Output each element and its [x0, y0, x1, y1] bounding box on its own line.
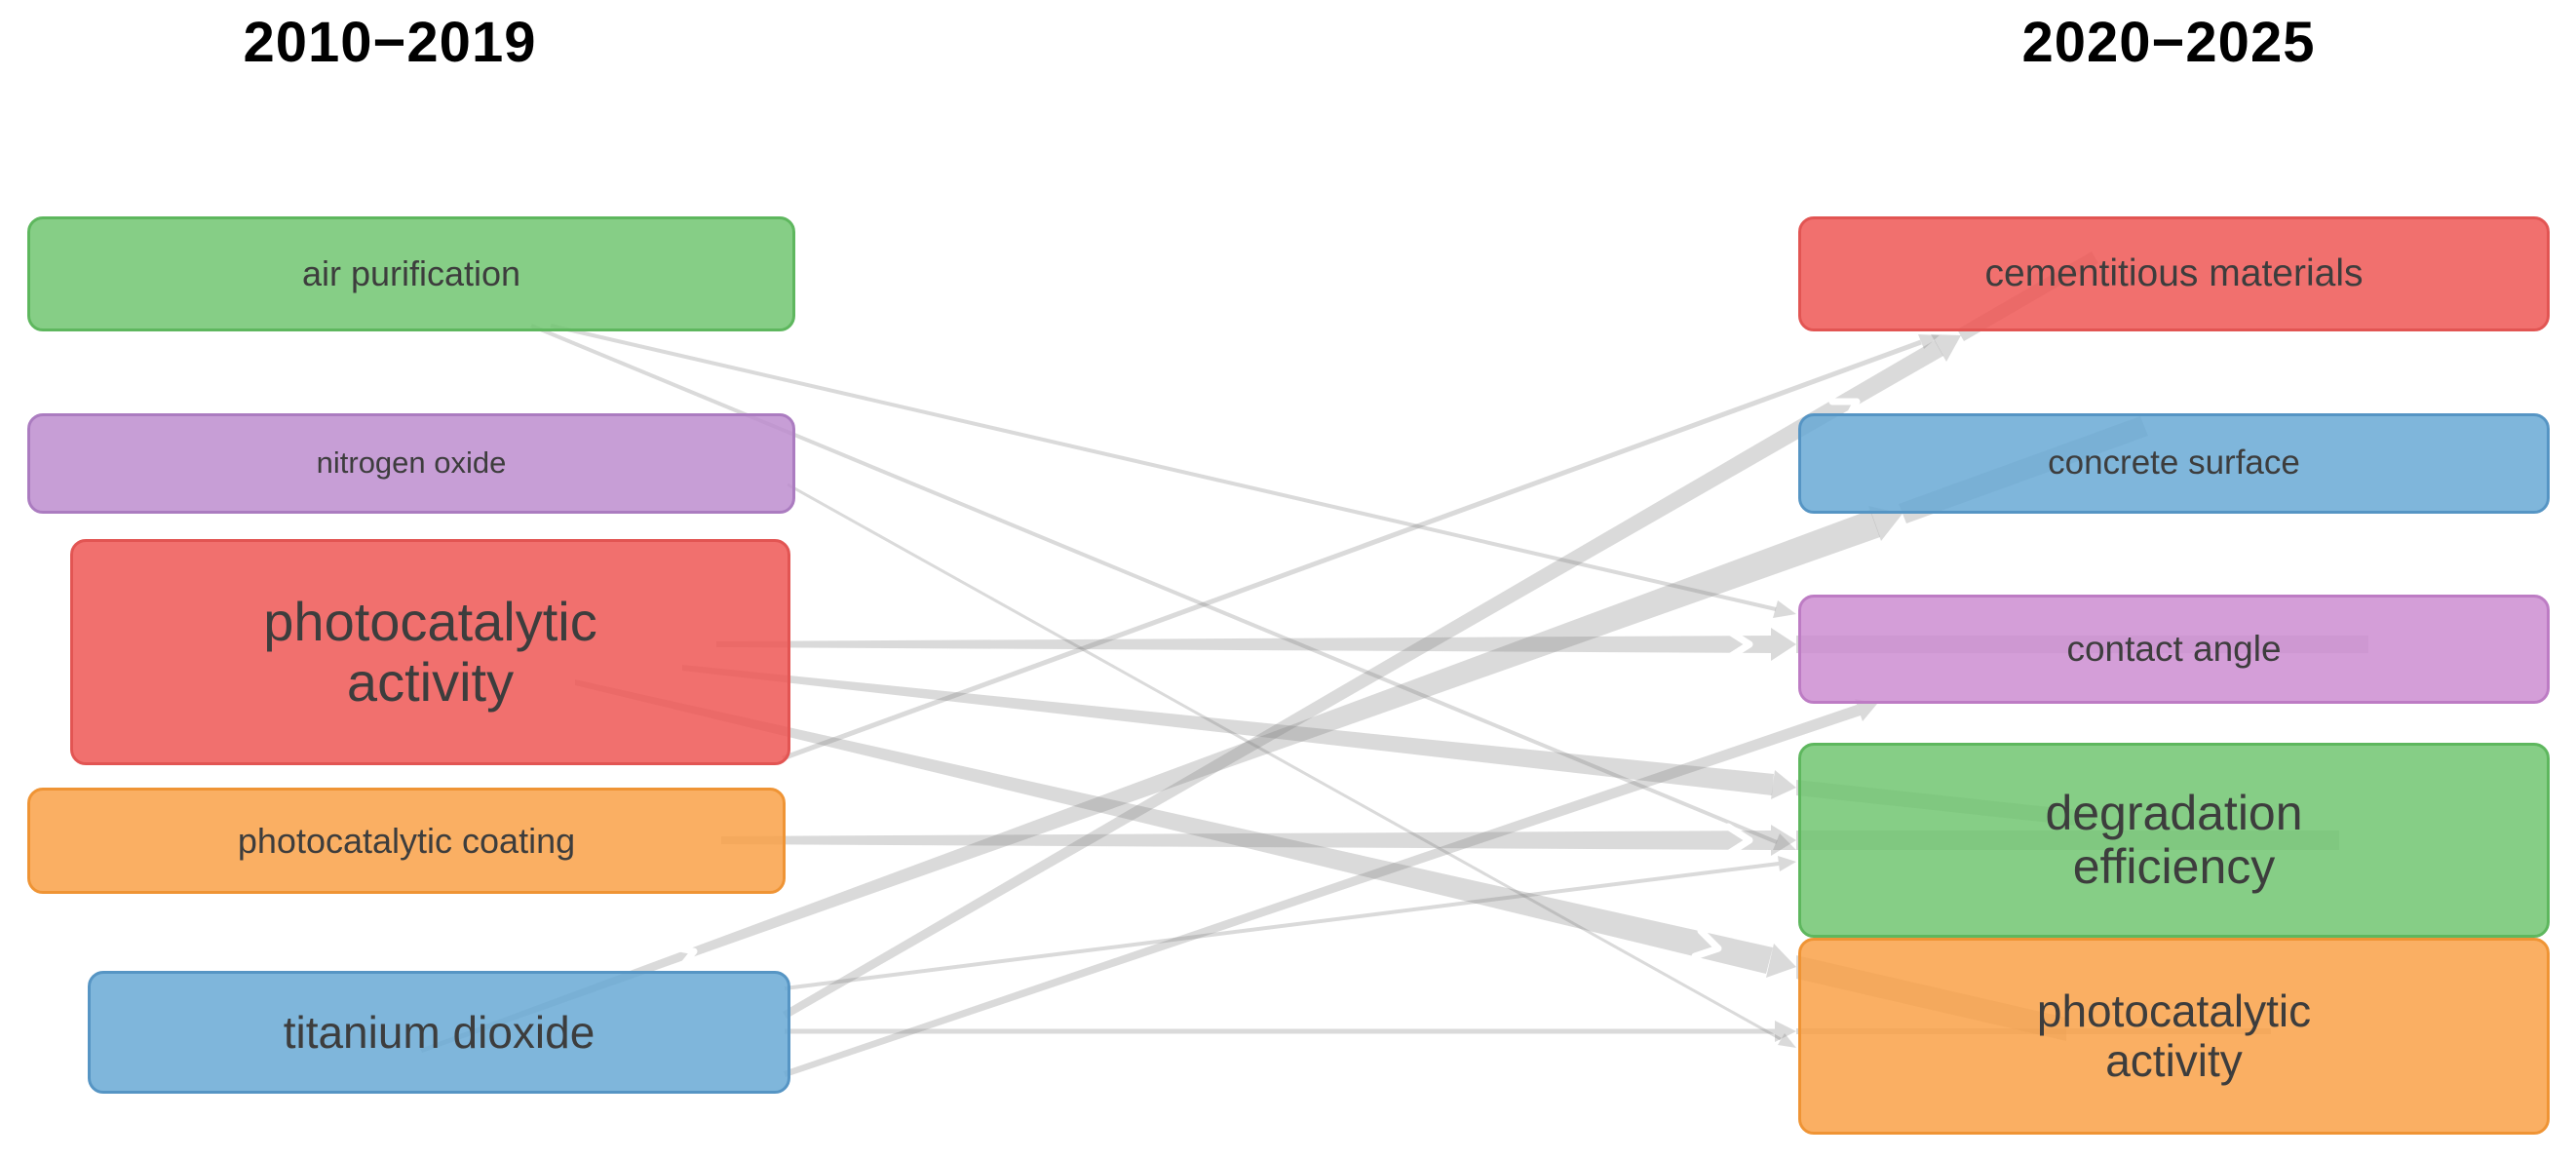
edge-titanium-dioxide-contact-angle [784, 699, 1877, 1077]
node-label: concrete surface [2048, 444, 2300, 483]
node-label: nitrogen oxide [316, 445, 507, 481]
node-cementitious-materials: cementitious materials [1798, 216, 2550, 331]
node-label: photocatalytic coating [237, 820, 576, 861]
edge-air-purification-degradation-efficiency [530, 324, 1796, 850]
period-title-left: 2010−2019 [243, 11, 537, 74]
node-label: photocatalytic activity [2036, 985, 2312, 1086]
node-label: cementitious materials [1984, 251, 2364, 294]
node-degradation-efficiency: degradation efficiency [1798, 743, 2550, 938]
node-label: photocatalytic activity [263, 591, 597, 713]
node-nitrogen-oxide: nitrogen oxide [27, 413, 795, 514]
edge-nitrogen-oxide-photocatalytic-activity [787, 483, 1796, 1048]
node-photocatalytic-activity-right: photocatalytic activity [1798, 938, 2550, 1135]
node-air-purification: air purification [27, 216, 795, 331]
node-contact-angle: contact angle [1798, 595, 2550, 704]
node-titanium-dioxide: titanium dioxide [88, 971, 790, 1094]
node-label: degradation efficiency [2045, 786, 2303, 894]
node-photocatalytic-coating: photocatalytic coating [27, 788, 786, 894]
node-concrete-surface: concrete surface [1798, 413, 2550, 514]
edge-titanium-dioxide-degradation-efficiency [784, 856, 1796, 990]
edge-air-purification-contact-angle [550, 324, 1796, 618]
node-label: contact angle [2066, 628, 2282, 669]
node-label: titanium dioxide [283, 1006, 596, 1058]
edge-photocatalytic-activity-cementitious-materials [782, 334, 1940, 761]
node-photocatalytic-activity-left: photocatalytic activity [70, 539, 790, 765]
node-label: air purification [301, 253, 521, 294]
period-title-right: 2020−2025 [2021, 11, 2316, 74]
